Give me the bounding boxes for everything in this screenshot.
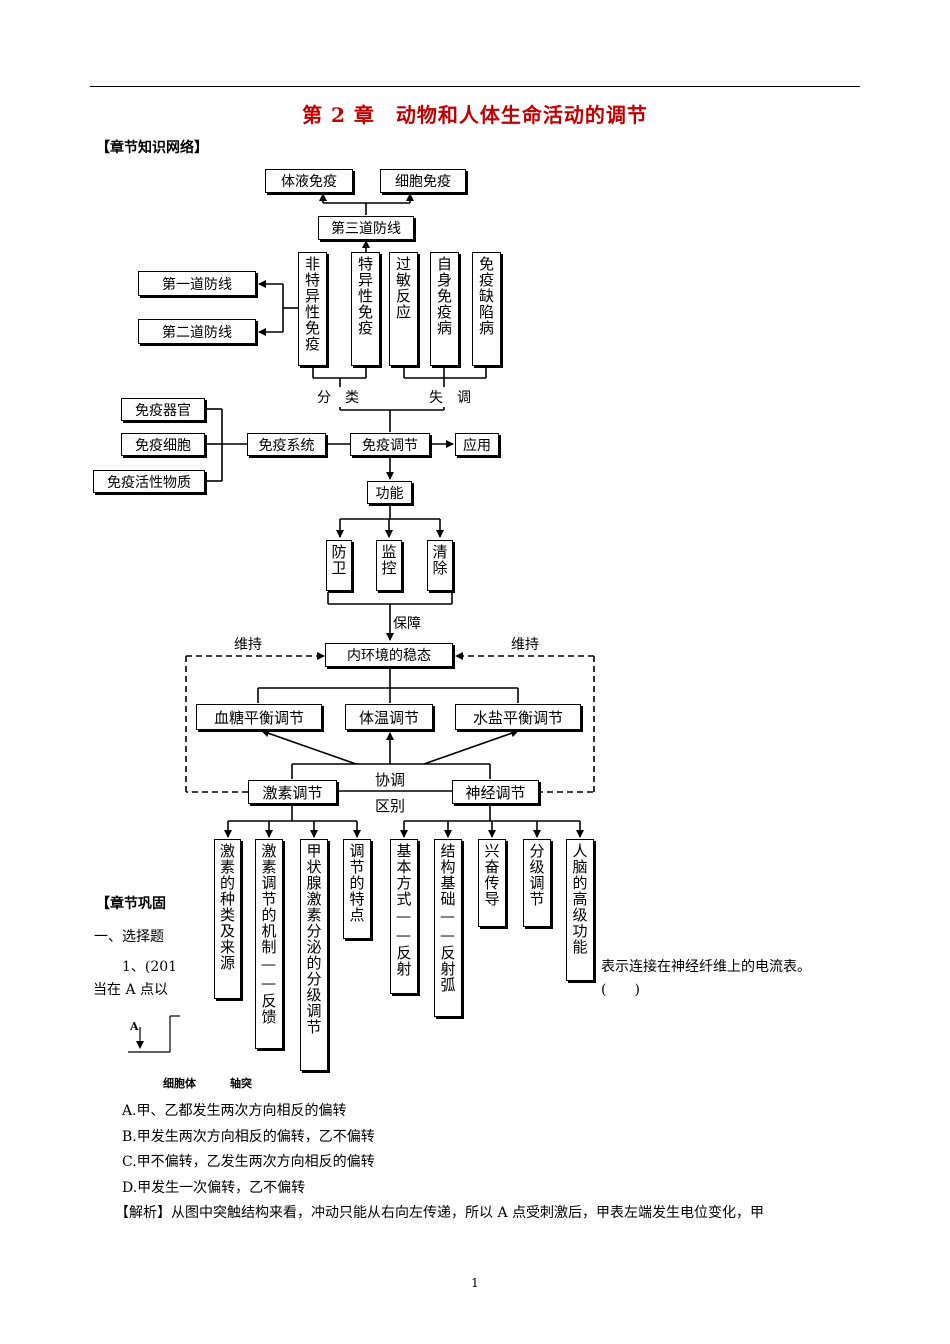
reflex-box: 基本方式——反射 [390,839,418,994]
guarantee-label: 保障 [391,613,423,633]
immune-system-box: 免疫系统 [247,433,326,456]
question-2-start: 当在 A 点以 [93,982,169,998]
question-1-start: 1、(201 [122,959,178,975]
second-line-box: 第二道防线 [138,319,256,344]
section-heading-consolidate: 【章节巩固 [96,896,166,912]
immune-active-substance-box: 免疫活性物质 [93,470,205,493]
immunodeficiency-box: 免疫缺陷病 [472,252,501,366]
application-box: 应用 [455,433,499,456]
question-type: 一、选择题 [94,929,164,945]
monitor-box: 监控 [376,540,402,591]
difference-label: 区别 [373,795,408,816]
figure-cell-body-label: 细胞体 [163,1077,196,1090]
first-line-box: 第一道防线 [138,271,256,296]
cellular-immunity-box: 细胞免疫 [380,169,466,193]
regulation-features-box: 调节的特点 [343,839,371,939]
clear-box: 清除 [427,540,453,591]
immune-regulation-box: 免疫调节 [350,433,430,456]
graded-regulation-box: 分级调节 [523,839,551,927]
hormone-types-box: 激素的种类及来源 [214,839,241,999]
maintain-left-label: 维持 [232,634,264,654]
immune-cell-box: 免疫细胞 [121,433,205,456]
question-answer-blank: ( ) [601,982,640,998]
defense-box: 防卫 [326,540,352,591]
homeostasis-box: 内环境的稳态 [325,643,453,667]
option-d: D.甲发生一次偏转，乙不偏转 [122,1180,306,1196]
analysis-text: 【解析】从图中突触结构来看，冲动只能从右向左传递，所以 A 点受刺激后，甲表左端… [115,1205,765,1221]
hormone-feedback-box: 激素调节的机制——反馈 [255,839,283,1049]
allergy-box: 过敏反应 [389,252,418,366]
option-c: C.甲不偏转，乙发生两次方向相反的偏转 [122,1154,375,1170]
figure-point-a: A [130,1020,139,1033]
classify-label: 分 类 [315,387,361,407]
reflex-arc-box: 结构基础——反射弧 [434,839,462,1017]
option-a: A.甲、乙都发生两次方向相反的偏转 [122,1103,347,1119]
function-box: 功能 [367,481,412,504]
autoimmune-box: 自身免疫病 [430,252,459,366]
blood-sugar-box: 血糖平衡调节 [196,704,322,730]
page-number: 1 [471,1276,479,1290]
nonspecific-immunity-box: 非特异性免疫 [298,252,327,366]
water-salt-box: 水盐平衡调节 [455,704,581,730]
body-temperature-box: 体温调节 [345,704,433,730]
specific-immunity-box: 特异性免疫 [351,252,380,366]
nerve-regulation-box: 神经调节 [452,780,539,804]
header-rule [90,86,860,87]
section-heading-network: 【章节知识网络】 [96,140,208,156]
coordinate-label: 协调 [373,769,408,790]
maintain-right-label: 维持 [509,634,541,654]
option-b: B.甲发生两次方向相反的偏转，乙不偏转 [122,1129,375,1145]
immune-organ-box: 免疫器官 [121,398,205,421]
figure-axon-label: 轴突 [230,1077,252,1090]
hormone-regulation-box: 激素调节 [248,780,337,804]
brain-function-box: 人脑的高级功能 [566,839,594,981]
thyroid-hormone-box: 甲状腺激素分泌的分级调节 [300,839,328,1071]
excitation-conduction-box: 兴奋传导 [478,839,506,927]
chapter-title: 第 2 章 动物和人体生命活动的调节 [302,103,648,127]
humoral-immunity-box: 体液免疫 [265,169,353,193]
disorder-label: 失 调 [427,387,473,407]
third-line-box: 第三道防线 [318,216,414,240]
question-1-right: 表示连接在神经纤维上的电流表。 [601,959,811,975]
